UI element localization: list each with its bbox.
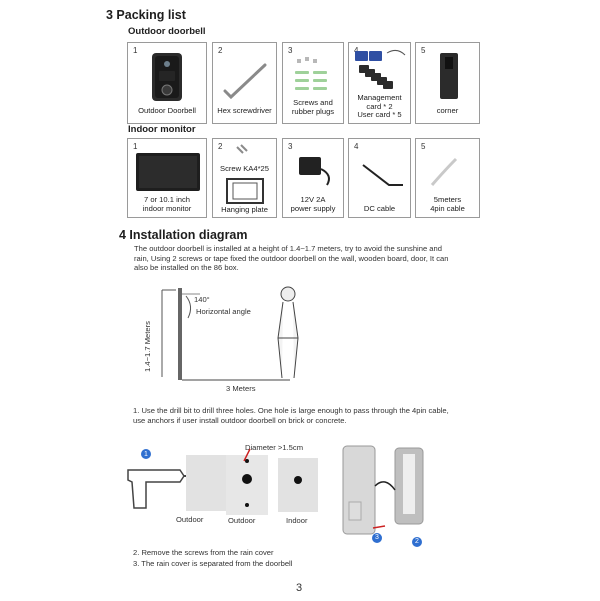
- packing-outdoor-label-5: corner: [436, 106, 459, 115]
- packing-outdoor-item-5: 5 corner: [415, 42, 480, 124]
- doorbell-rain-cover-illustration: [342, 445, 424, 547]
- indoor-monitor-heading: Indoor monitor: [128, 124, 196, 135]
- packing-indoor-item-3: 3 12V 2A power supply: [282, 138, 344, 218]
- hanging-plate-image: [226, 178, 264, 204]
- screw-spec-label: Screw KA4*25: [220, 164, 269, 173]
- badge-1: 1: [144, 451, 148, 458]
- power-supply-image: [299, 157, 330, 186]
- packing-outdoor-item-2: 2 Hex screwdriver: [212, 42, 277, 124]
- packing-indoor-label-3: 12V 2A power supply: [290, 195, 336, 213]
- angle-value: 140°: [194, 295, 210, 304]
- indoor-panel: [278, 458, 318, 512]
- packing-outdoor-item-3: 3 Screws and rubber plugs: [282, 42, 344, 124]
- rfid-cards-image: [355, 49, 406, 89]
- packing-indoor-item-2: 2 Screw KA4*25 Hanging plate: [212, 138, 277, 218]
- step-2: 2. Remove the screws from the rain cover: [133, 548, 274, 557]
- outdoor-doorbell-heading: Outdoor doorbell: [128, 26, 206, 37]
- drill-holes: [242, 459, 252, 507]
- corner-bracket-image: [440, 53, 458, 99]
- indoor-hole: [294, 476, 302, 484]
- packing-list-heading: 3 Packing list: [106, 8, 186, 22]
- outdoor-panel-label-1: Outdoor: [176, 515, 204, 524]
- installation-height-diagram: [161, 286, 299, 381]
- packing-outdoor-label-3: Screws and rubber plugs: [291, 98, 335, 116]
- badge-2: 2: [415, 538, 419, 545]
- height-label: 1.4~1.7 Meters: [142, 321, 152, 372]
- packing-indoor-label-2: Hanging plate: [221, 205, 268, 214]
- packing-indoor-item-5: 5 5meters 4pin cable: [415, 138, 480, 218]
- horizontal-angle-label: Horizontal angle: [196, 307, 251, 316]
- installation-heading: 4 Installation diagram: [119, 228, 248, 242]
- 4pin-cable-image: [430, 157, 458, 186]
- outdoor-doorbell-image: [152, 53, 182, 101]
- packing-indoor-item-1: 1 7 or 10.1 inch indoor monitor: [127, 138, 207, 218]
- packing-outdoor-label-2: Hex screwdriver: [217, 106, 272, 115]
- step-3: 3. The rain cover is separated from the …: [133, 559, 293, 568]
- badge-3: 3: [375, 534, 379, 541]
- indoor-panel-label: Indoor: [286, 516, 308, 525]
- packing-indoor-label-1: 7 or 10.1 inch indoor monitor: [142, 195, 192, 213]
- packing-outdoor-item-4: 4 Management card * 2 User card * 5: [348, 42, 411, 124]
- dc-cable-image: [362, 164, 403, 186]
- indoor-monitor-image: [136, 153, 200, 191]
- packing-outdoor-item-1: 1 Outdoor Doorbell: [127, 42, 207, 124]
- installation-intro: The outdoor doorbell is installed at a h…: [134, 244, 449, 273]
- outdoor-panel-1: [186, 455, 232, 511]
- packing-indoor-item-4: 4 DC cable: [348, 138, 411, 218]
- page-number: 3: [296, 582, 303, 594]
- hex-screwdriver-image: [223, 63, 267, 100]
- packing-outdoor-label-1: Outdoor Doorbell: [138, 106, 196, 115]
- diameter-arrow: [243, 448, 251, 462]
- diameter-label: Diameter >1.5cm: [245, 443, 304, 452]
- packing-indoor-label-4: DC cable: [363, 204, 396, 213]
- outdoor-panel-label-2: Outdoor: [228, 516, 256, 525]
- screws-image: [236, 144, 248, 154]
- distance-label: 3 Meters: [226, 384, 256, 393]
- step-1: 1. Use the drill bit to drill three hole…: [133, 406, 449, 425]
- packing-indoor-label-5: 5meters 4pin cable: [430, 195, 465, 213]
- packing-outdoor-label-4: Management card * 2 User card * 5: [357, 93, 402, 119]
- screws-and-plugs-image: [295, 57, 327, 90]
